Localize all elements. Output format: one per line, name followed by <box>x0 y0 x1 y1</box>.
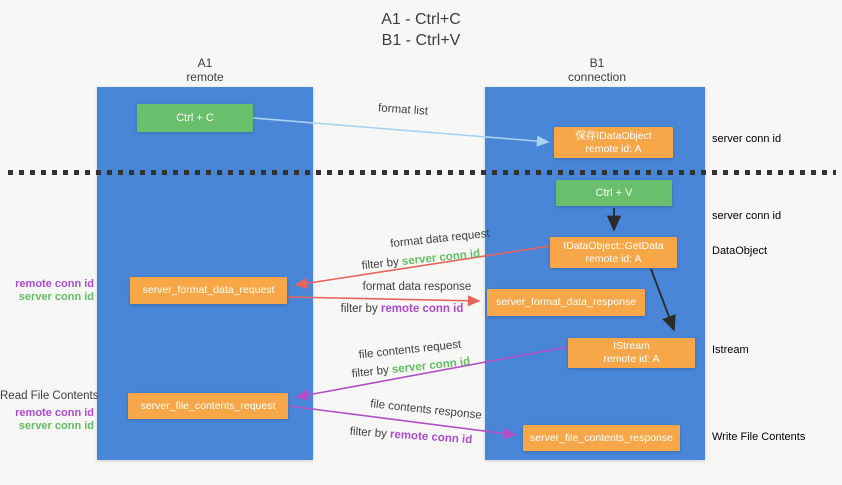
server-file-contents-response-label: server_file_contents_response <box>529 431 673 444</box>
save-idataobject-node: 保存IDataObject remote id: A <box>554 127 673 158</box>
idataobject-getdata-node: IDataObject::GetData remote id: A <box>550 237 677 268</box>
diagram-title: A1 - Ctrl+C B1 - Ctrl+V <box>0 9 842 51</box>
server-format-data-response-node: server_format_data_response <box>487 289 645 316</box>
left-format-conn-ids: remote conn id server conn id <box>0 278 94 304</box>
istream-line2: remote id: A <box>603 353 660 365</box>
ctrl-v-node: Ctrl + V <box>556 180 672 206</box>
left-remote-conn-id-bottom: remote conn id <box>15 407 94 419</box>
format-data-response-filter-label: filter by remote conn id <box>340 303 464 315</box>
file-contents-response-filter-label: filter by remote conn id <box>349 425 473 447</box>
server-file-contents-request-label: server_file_contents_request <box>140 399 276 412</box>
server-file-contents-request-node: server_file_contents_request <box>128 393 288 419</box>
lane-a1-id: A1 <box>197 56 213 70</box>
clipboard-boundary-dashed-line <box>8 170 836 175</box>
lane-header-b1: B1 connection <box>547 56 647 84</box>
save-idataobject-line2: remote id: A <box>585 142 642 155</box>
ctrl-c-node: Ctrl + C <box>137 104 253 132</box>
left-server-conn-id-top: server conn id <box>18 291 94 303</box>
server-format-data-response-label: server_format_data_response <box>495 296 637 308</box>
istream-node: IStream remote id: A <box>568 338 695 368</box>
left-remote-conn-id-top: remote conn id <box>15 278 94 290</box>
format-data-response-label: format data response <box>362 281 472 293</box>
lane-a1-label: remote <box>186 70 224 84</box>
right-server-conn-id-mid: server conn id <box>712 210 782 222</box>
ctrl-c-label: Ctrl + C <box>176 111 214 124</box>
left-server-conn-id-bottom: server conn id <box>18 420 94 432</box>
title-line-1: A1 - Ctrl+C <box>381 11 461 28</box>
right-server-conn-id-top: server conn id <box>712 133 782 145</box>
write-file-contents-label: Write File Contents <box>712 431 806 443</box>
getdata-line1: IDataObject::GetData <box>563 239 664 252</box>
dataobject-label: DataObject <box>712 245 768 257</box>
title-line-2: B1 - Ctrl+V <box>381 32 461 49</box>
file-contents-response-label: file contents response <box>369 398 483 422</box>
lane-header-a1: A1 remote <box>155 56 255 84</box>
lane-b1-label: connection <box>567 70 627 84</box>
read-file-contents-label: Read File Contents <box>0 390 99 402</box>
lane-b1-id: B1 <box>589 56 605 70</box>
istream-line1: IStream <box>613 340 650 352</box>
server-file-contents-response-node: server_file_contents_response <box>523 425 680 451</box>
server-format-data-request-node: server_format_data_request <box>130 277 287 304</box>
left-file-conn-ids: Read File Contents remote conn id server… <box>0 390 99 433</box>
format-list-label: format list <box>377 102 429 118</box>
server-format-data-request-label: server_format_data_request <box>142 284 275 296</box>
format-data-response-arrow <box>287 295 481 307</box>
istream-side-label: Istream <box>712 344 749 356</box>
getdata-line2: remote id: A <box>585 252 642 265</box>
save-idataobject-line1: 保存IDataObject <box>575 129 652 142</box>
ctrl-v-label: Ctrl + V <box>595 186 633 199</box>
